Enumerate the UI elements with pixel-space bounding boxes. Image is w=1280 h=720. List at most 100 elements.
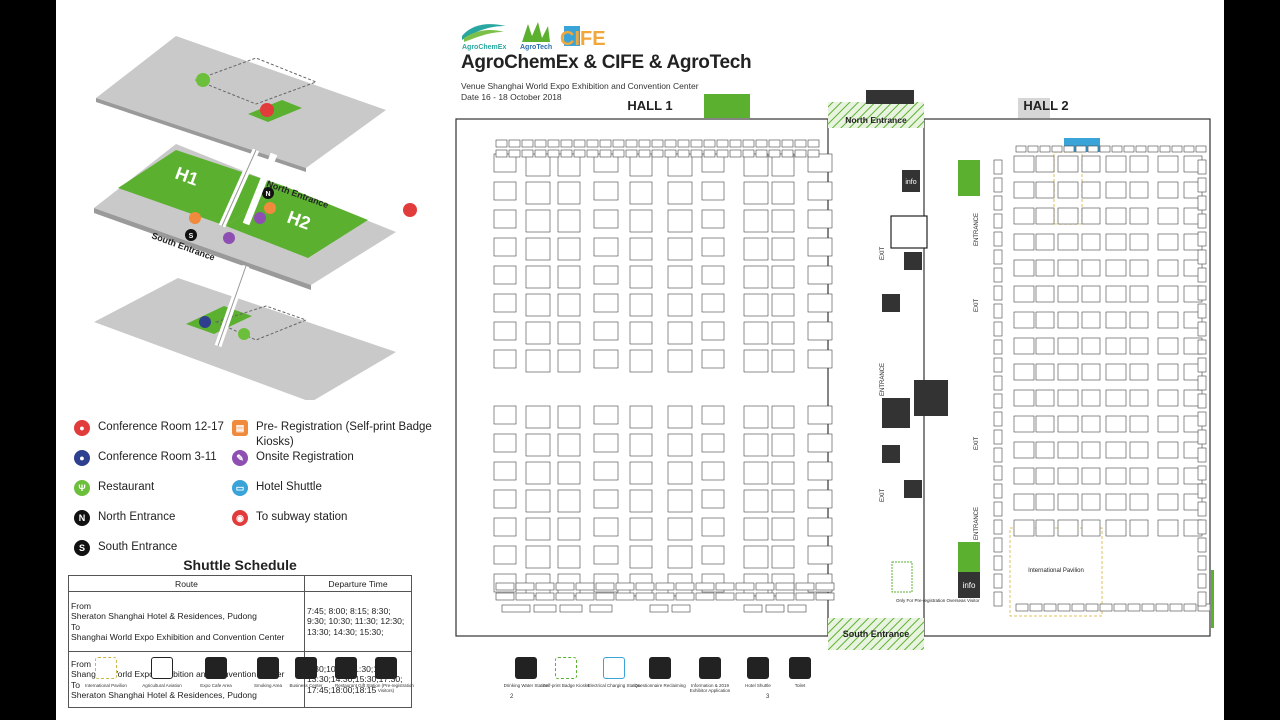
bus-icon	[866, 90, 914, 104]
booth	[557, 293, 581, 317]
booth	[1085, 603, 1099, 612]
booth	[1035, 207, 1055, 225]
booth	[993, 411, 1003, 427]
floor-plan: North Entrance South Entrance HALL 1 HAL…	[455, 90, 1214, 650]
floor-plan-page: H1 H2 North Entrance South Entrance N S …	[56, 0, 1224, 720]
booth	[993, 321, 1003, 337]
booth	[1057, 259, 1079, 277]
upper-floor	[96, 36, 386, 168]
legend-label: To subway station	[256, 511, 348, 523]
conference-icon	[260, 103, 274, 117]
kiosk-icon	[555, 657, 577, 679]
booth	[629, 181, 653, 205]
conference-icon: ●	[74, 420, 90, 436]
booth	[1099, 603, 1113, 612]
booth	[1197, 303, 1207, 319]
booth	[1129, 259, 1149, 277]
booth	[807, 517, 833, 537]
info-label: info	[963, 581, 976, 590]
toilet-icon	[904, 480, 922, 498]
booth	[701, 517, 725, 537]
booth	[1157, 415, 1179, 433]
booth	[993, 285, 1003, 301]
booth	[599, 149, 612, 158]
booth	[599, 139, 612, 148]
booth	[525, 181, 551, 205]
booth	[667, 405, 693, 429]
booth	[690, 149, 703, 158]
footer-icon-label: Self-print Badge Kiosks	[542, 683, 590, 688]
booth	[703, 139, 716, 148]
booth	[1129, 441, 1149, 459]
booth	[667, 489, 693, 513]
booth	[629, 461, 653, 485]
map-legend: ● Conference Room 12-17 ● Conference Roo…	[74, 418, 454, 558]
booth	[1075, 145, 1087, 153]
booth	[743, 489, 769, 513]
booth	[525, 433, 551, 457]
booth	[1197, 519, 1207, 535]
booth	[495, 582, 515, 591]
booth	[1081, 415, 1101, 433]
booth	[1197, 501, 1207, 517]
booth	[807, 349, 833, 369]
booth	[1129, 519, 1149, 537]
booth	[1081, 285, 1101, 303]
booth	[1063, 145, 1075, 153]
booth	[768, 149, 781, 158]
international-pavilion	[1009, 527, 1103, 617]
shuttle-title: Shuttle Schedule	[183, 557, 297, 573]
entrance-label: ENTRANCE	[974, 507, 980, 540]
booth	[771, 181, 795, 205]
booth	[715, 582, 735, 591]
booth	[775, 592, 795, 601]
subway-icon	[403, 203, 417, 217]
booth	[615, 592, 635, 601]
legend-label: North Entrance	[98, 511, 176, 523]
booth	[1035, 467, 1055, 485]
booth	[993, 501, 1003, 517]
booth	[807, 265, 833, 285]
shuttle-icon	[747, 657, 769, 679]
legend-item-onsite: ✎ Onsite Registration	[232, 450, 354, 466]
booth	[593, 181, 619, 201]
booth	[993, 339, 1003, 355]
footer-icon-label: Questionnaire Reclaiming	[634, 683, 686, 688]
legend-label: South Entrance	[98, 541, 178, 553]
booth	[625, 139, 638, 148]
booth	[735, 582, 755, 591]
booth	[1197, 591, 1207, 607]
booth	[493, 461, 517, 481]
venue-line: Venue Shanghai World Expo Exhibition and…	[461, 81, 699, 91]
booth	[771, 153, 795, 177]
booth	[701, 489, 725, 509]
booth	[667, 545, 693, 569]
booth	[493, 349, 517, 369]
booth	[521, 149, 534, 158]
booth	[575, 582, 595, 591]
booth	[493, 545, 517, 565]
booth	[1113, 603, 1127, 612]
table-row: From Sheraton Shanghai Hotel & Residence…	[68, 591, 412, 652]
booth	[807, 461, 833, 481]
booth	[743, 209, 769, 233]
toilets-group	[882, 252, 922, 498]
booth	[493, 405, 517, 425]
booth	[1013, 155, 1035, 173]
booth	[729, 149, 742, 158]
booth	[1105, 389, 1127, 407]
svg-text:S: S	[189, 233, 194, 240]
booth	[651, 149, 664, 158]
booth	[521, 139, 534, 148]
booth	[1081, 155, 1101, 173]
booth	[1035, 155, 1055, 173]
cafe-icon	[205, 657, 227, 679]
smoking-icon	[257, 657, 279, 679]
booth	[1129, 207, 1149, 225]
gift-icon	[375, 657, 397, 679]
booth	[557, 209, 581, 233]
toilet-icon	[882, 294, 900, 312]
booth	[1197, 537, 1207, 553]
booth	[595, 592, 615, 601]
charging-icon	[603, 657, 625, 679]
